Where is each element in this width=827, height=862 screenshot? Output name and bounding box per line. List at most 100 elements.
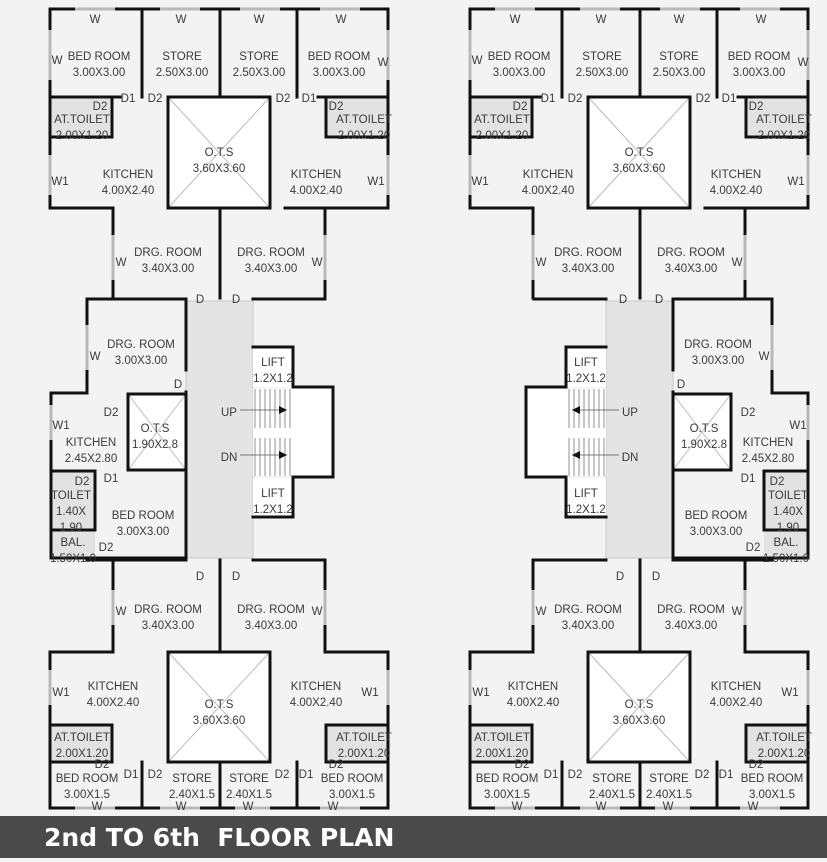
room-label-line: STORE (229, 773, 269, 785)
room-label-line: D1 (302, 93, 317, 105)
room-label-line: 2.00X1.20 (56, 748, 108, 760)
room-label: D2 (104, 407, 119, 419)
room-label-line: W (798, 57, 809, 69)
room-label-line: STORE (239, 51, 279, 63)
room-label-line: W (536, 257, 547, 269)
room-label-line: O.T.S (205, 699, 234, 711)
room-label-line: UP (221, 407, 237, 419)
room-label-line: AT.TOILET (756, 114, 812, 126)
room-label-line: W (536, 606, 547, 618)
room-label-line: D (232, 571, 240, 583)
room-label-line: D2 (93, 101, 108, 113)
room-label-line: W (176, 801, 187, 813)
room-label-line: 2.50X3.00 (156, 67, 208, 79)
room-label-line: 4.00X2.40 (290, 185, 342, 197)
room-label-line: 3.60X3.60 (193, 163, 245, 175)
room-label: D1 (719, 769, 734, 781)
right-staircase (526, 388, 606, 476)
stair-arrow-icon (572, 406, 580, 414)
room-label: W1 (51, 176, 68, 188)
room-label: W (52, 55, 63, 67)
room-label: D2 (749, 759, 764, 771)
room-label-line: W (378, 57, 389, 69)
room-label-line: D1 (741, 473, 756, 485)
room-label-line: AT.TOILET (756, 732, 812, 744)
room-label-line: W1 (52, 687, 69, 699)
room-label-line: DRG. ROOM (554, 247, 622, 259)
room-label-line: 1.2X1.2 (566, 373, 606, 385)
room-label: W1 (472, 687, 489, 699)
room-label-line: 1.50X1.0 (763, 553, 809, 565)
room-label: W (663, 801, 674, 813)
room-label: DN (221, 452, 238, 464)
room-label-line: UP (622, 407, 638, 419)
left-staircase (253, 388, 333, 476)
room-label: D1 (741, 473, 756, 485)
room-label-line: O.T.S (625, 699, 654, 711)
room-label-line: 2.00X1.20 (476, 130, 528, 142)
ots-cross-line (127, 393, 187, 471)
room-label: D1 (104, 473, 119, 485)
room-label-line: DRG. ROOM (107, 339, 175, 351)
room-label-line: 1.90 (777, 522, 799, 534)
room-label-line: D2 (276, 93, 291, 105)
room-label-line: 3.00X3.00 (117, 526, 169, 538)
ots-cross-line (587, 96, 691, 209)
room-label-line: 2.00X1.20 (56, 130, 108, 142)
room-label-line: BED ROOM (68, 51, 131, 63)
room-label-line: W (674, 14, 685, 26)
room-label: UP (221, 407, 237, 419)
room-label-line: D2 (741, 407, 756, 419)
room-label-line: D2 (148, 769, 163, 781)
room-label-line: AT.TOILET (54, 114, 110, 126)
room-label: D2 (695, 769, 710, 781)
room-label: D2 (148, 93, 163, 105)
room-label-line: 1.90 (60, 522, 82, 534)
room-label: D (655, 294, 663, 306)
room-label-line: 3.00X1.5 (64, 789, 110, 801)
room-label: UP (622, 407, 638, 419)
room-label-line: STORE (582, 51, 622, 63)
room-label: D1 (544, 769, 559, 781)
room-label: D2 (99, 542, 114, 554)
room-label: W (536, 257, 547, 269)
left-toilet-area (326, 725, 388, 762)
room-label-line: W (472, 55, 483, 67)
room-label: W (176, 14, 187, 26)
room-label: W (90, 14, 101, 26)
room-label: W1 (789, 420, 806, 432)
ots-cross-line (167, 96, 271, 209)
room-label-line: W1 (787, 176, 804, 188)
room-label-line: W (176, 14, 187, 26)
room-label-line: 1.2X1.2 (566, 504, 606, 516)
room-label-line: TOILET (51, 490, 91, 502)
room-label-line: W (663, 801, 674, 813)
room-label-line: D (196, 294, 204, 306)
room-label: W (596, 801, 607, 813)
room-label-line: W1 (51, 176, 68, 188)
room-label: D1 (722, 93, 737, 105)
room-label: BAL.1.50X1.0 (763, 537, 809, 565)
room-label-line: D (196, 571, 204, 583)
room-label-line: 3.40X3.00 (142, 620, 194, 632)
details-layer (127, 96, 732, 763)
room-label-line: AT.TOILET (474, 114, 530, 126)
